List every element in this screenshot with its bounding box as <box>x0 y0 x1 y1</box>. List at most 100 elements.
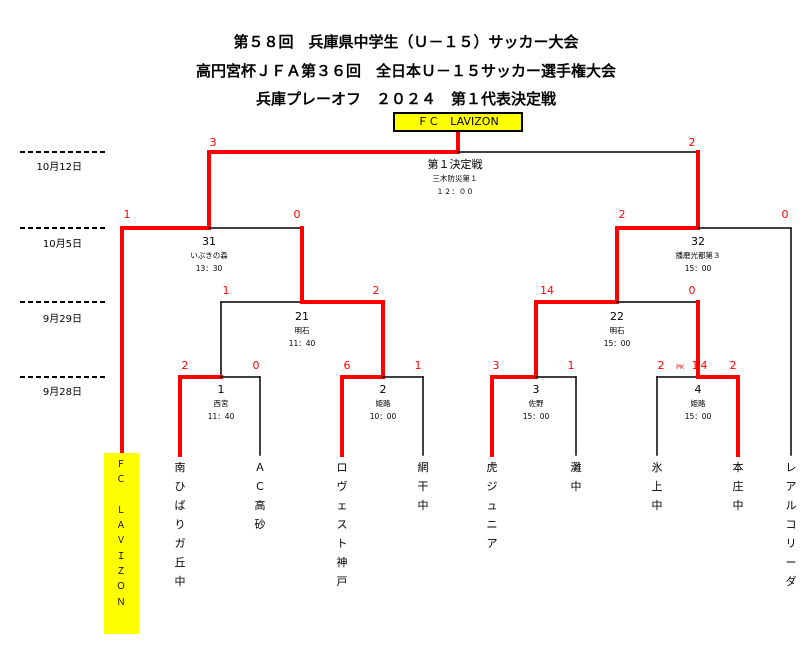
score-21-right: 2 <box>372 284 380 297</box>
score-32-left: 2 <box>618 208 626 221</box>
team-char: コ <box>785 518 797 531</box>
score-31-right: 0 <box>293 208 301 221</box>
round-date-quarterfinal: 9月29日 <box>42 314 82 325</box>
team-char: 灘 <box>570 461 582 474</box>
match-31: 31 いぶきの森 13：30 <box>149 234 269 275</box>
match-time: 10：00 <box>369 412 397 421</box>
match-time: 15：00 <box>684 412 712 421</box>
team-char: リ <box>785 537 797 550</box>
team-char: ア <box>486 537 498 550</box>
match-number: 3 <box>532 383 540 396</box>
team-fc-lavizon: Ｆ Ｃ Ｌ Ａ Ｖ Ｉ Ｚ Ｏ Ｎ <box>113 458 129 611</box>
team-char: Ｖ <box>116 536 126 547</box>
match-number: 1 <box>217 383 225 396</box>
score-1-left: 2 <box>181 359 189 372</box>
match-number: 22 <box>610 310 624 323</box>
team-char: 中 <box>570 480 582 493</box>
team-char: Ａ <box>254 461 266 474</box>
score-21-left: 1 <box>222 284 230 297</box>
team-char: ル <box>785 499 797 512</box>
team-char: 虎 <box>486 461 498 474</box>
match-number: 31 <box>202 235 216 248</box>
title-line-3: 兵庫プレーオフ ２０２４ 第１代表決定戦 <box>255 90 556 108</box>
match-time: 15：00 <box>684 264 712 273</box>
champion-box: ＦＣ LAVIZON <box>393 112 523 132</box>
score-4-right: 2 <box>729 359 737 372</box>
match-time: 15：00 <box>522 412 550 421</box>
score-22-left: 14 <box>540 284 554 297</box>
match-1: 1 西宮 11：40 <box>161 382 281 423</box>
title-line-1: 第５８回 兵庫県中学生（Ｕ－１５）サッカー大会 <box>233 33 579 51</box>
match-3: 3 佐野 15：00 <box>476 382 596 423</box>
score-2-left: 6 <box>343 359 351 372</box>
team-char: ト <box>336 537 348 550</box>
team-char: り <box>174 518 186 531</box>
team-char: 干 <box>417 480 429 493</box>
score-31-left: 1 <box>123 208 131 221</box>
match-number: 2 <box>379 383 387 396</box>
match-time: 15：00 <box>603 339 631 348</box>
team-minami-hibarigaoka: 南 ひ ば り ガ 丘 中 <box>172 458 188 591</box>
match-2: 2 姫路 10：00 <box>323 382 443 423</box>
score-32-right: 0 <box>781 208 789 221</box>
match-number: 4 <box>694 383 702 396</box>
team-char: 戸 <box>336 575 348 588</box>
team-char: 中 <box>732 499 744 512</box>
team-char: Ｏ <box>116 582 126 593</box>
pk-score-4-right: 4 <box>700 359 708 372</box>
match-21: 21 明石 11：40 <box>242 309 362 350</box>
score-4-left: 2 <box>657 359 665 372</box>
team-char: ヴ <box>336 480 348 493</box>
match-4: 4 姫路 15：00 <box>638 382 758 423</box>
match-venue: いぶきの森 <box>190 251 228 260</box>
match-venue: 明石 <box>294 326 310 335</box>
match-number: 21 <box>295 310 309 323</box>
team-char: Ａ <box>116 521 126 532</box>
team-char: ダ <box>785 575 797 588</box>
match-number: 第１決定戦 <box>427 158 483 171</box>
team-char: Ｌ <box>116 505 126 516</box>
team-char: Ｃ <box>254 480 266 493</box>
match-venue: 西宮 <box>213 399 229 408</box>
score-final-right: 2 <box>688 136 696 149</box>
round-date-first-round: 9月28日 <box>42 387 82 398</box>
score-3-right: 1 <box>567 359 575 372</box>
team-real-corida: レ ア ル コ リ ー ダ <box>783 458 799 591</box>
team-char: 本 <box>732 461 744 474</box>
team-char: 氷 <box>651 461 663 474</box>
team-char: ジ <box>486 480 498 493</box>
match-venue: 播磨光都第３ <box>675 251 721 260</box>
team-char: 高 <box>254 499 266 512</box>
match-venue: 姫路 <box>690 399 706 408</box>
team-char: ェ <box>336 499 348 512</box>
team-aboshi: 網 干 中 <box>415 458 431 515</box>
pk-label: PK <box>676 363 685 371</box>
match-venue: 明石 <box>609 326 625 335</box>
match-venue: 三木防災第１ <box>432 174 478 183</box>
team-char: 上 <box>651 480 663 493</box>
match-time: １２：００ <box>436 187 474 196</box>
score-final-left: 3 <box>209 136 217 149</box>
team-char: レ <box>785 461 797 474</box>
match-venue: 姫路 <box>375 399 391 408</box>
team-char: Ｉ <box>116 551 126 562</box>
team-char: 南 <box>174 461 186 474</box>
team-char: Ｎ <box>116 597 126 608</box>
team-char: 中 <box>651 499 663 512</box>
match-venue: 佐野 <box>528 399 544 408</box>
match-time: 13：30 <box>195 264 223 273</box>
team-nada: 灘 中 <box>568 458 584 496</box>
round-date-semifinal: 10月5日 <box>42 239 82 250</box>
team-char: 庄 <box>732 480 744 493</box>
team-char: 網 <box>417 461 429 474</box>
score-2-right: 1 <box>414 359 422 372</box>
champion-team-highlight <box>104 453 139 634</box>
team-honjo: 本 庄 中 <box>730 458 746 515</box>
team-char: ニ <box>486 518 498 531</box>
match-32: 32 播磨光都第３ 15：00 <box>638 234 758 275</box>
match-final: 第１決定戦 三木防災第１ １２：００ <box>395 157 515 198</box>
team-char: 砂 <box>254 518 266 531</box>
team-char: 丘 <box>174 556 186 569</box>
team-char: ロ <box>336 461 348 474</box>
